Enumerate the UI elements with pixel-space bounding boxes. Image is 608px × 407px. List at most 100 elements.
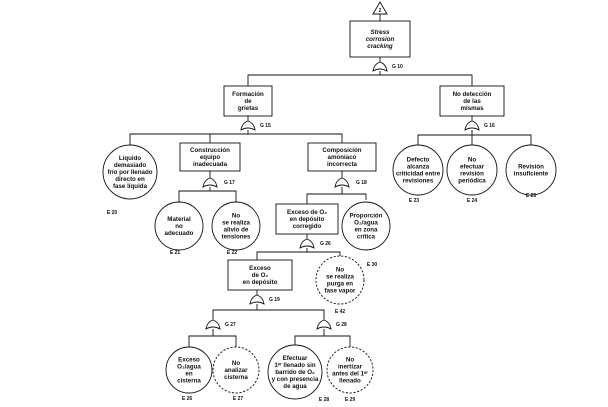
- label-line: equipo: [200, 154, 220, 161]
- connector-line: [129, 133, 343, 146]
- label-line: en: [185, 371, 192, 378]
- event-id-tag: E 28: [319, 397, 330, 403]
- defecto-basic-event: [392, 144, 444, 196]
- event-id-tag: E 29: [345, 397, 356, 403]
- event-id-tag: E 27: [233, 396, 244, 402]
- label-line: de: [244, 98, 252, 105]
- or-gate-icon: [464, 120, 480, 131]
- label-line: fase vapor: [325, 288, 357, 295]
- label-line: criticidad entre: [396, 171, 441, 178]
- gate-id-label: G 26: [320, 241, 331, 247]
- label-line: No: [336, 267, 344, 274]
- event-id-tag: E 24: [467, 198, 478, 204]
- label-line: insuficiente: [514, 171, 549, 178]
- label-line: No: [232, 213, 240, 220]
- gate-id-label: G 15: [260, 123, 271, 129]
- label-line: No: [468, 157, 476, 164]
- label-line: inadecuada: [193, 161, 228, 168]
- top-event-box: [349, 20, 411, 58]
- barrido-basic-event: [267, 344, 323, 400]
- label-line: Construcción: [190, 147, 230, 154]
- event-id-tag: E 30: [367, 262, 378, 268]
- grietas-event-box: [223, 85, 273, 117]
- or-gate-icon: [249, 294, 265, 305]
- exceso-dep-event-box: [227, 259, 293, 291]
- event-id-tag: E 23: [409, 198, 420, 204]
- or-gate-icon: [334, 177, 350, 188]
- label-line: No: [232, 360, 240, 367]
- label-line: antes del 1ᵉʳ: [332, 371, 368, 378]
- connector-line: [178, 190, 237, 202]
- connector-line: [256, 251, 341, 260]
- label-line: No detección: [453, 91, 492, 98]
- alivio-basic-event: [211, 201, 261, 251]
- label-line: Stress: [371, 29, 390, 36]
- label-line: revisiones: [403, 178, 434, 185]
- gate-id-label: G 16: [484, 123, 495, 129]
- label-line: purga en: [327, 281, 353, 288]
- label-line: Defecto: [407, 157, 430, 164]
- gate-id-label: G 28: [336, 322, 347, 328]
- label-line: en depósito: [290, 216, 325, 223]
- label-line: alcanza: [407, 164, 430, 171]
- gate-id-label: G 17: [224, 180, 235, 186]
- label-line: llenado: [339, 378, 361, 385]
- or-gate-icon: [299, 238, 315, 249]
- label-line: O₂/agua: [354, 220, 378, 227]
- label-line: corrosion: [366, 36, 395, 43]
- connector-line: [306, 193, 367, 204]
- label-line: demasiado: [114, 162, 147, 169]
- event-id-tag: E 26: [182, 396, 193, 402]
- label-line: Exceso de O₂: [287, 209, 327, 216]
- event-id-tag: E 42: [335, 309, 346, 315]
- label-line: de agua: [283, 383, 307, 390]
- cisterna-ex-basic-event: [165, 346, 213, 394]
- composicion-event-box: [307, 142, 377, 172]
- liquido-basic-event: [102, 144, 158, 200]
- label-line: frío por llenado: [107, 169, 152, 176]
- material-basic-event: [154, 201, 204, 251]
- label-line: Exceso: [178, 357, 200, 364]
- event-id-tag: E 22: [227, 250, 238, 256]
- proporcion-basic-event: [341, 201, 391, 251]
- analizar-undeveloped-event: [212, 346, 260, 394]
- label-line: Composición: [322, 147, 361, 154]
- label-line: se realiza: [222, 220, 250, 227]
- label-line: incorrecta: [327, 161, 357, 168]
- label-line: mismas: [460, 105, 484, 112]
- label-line: cisterna: [177, 378, 201, 385]
- label-line: y con presencia: [272, 376, 319, 383]
- label-line: efectuar: [460, 164, 485, 171]
- label-line: cracking: [367, 43, 393, 50]
- connector-line: [188, 335, 237, 347]
- label-line: O₂/agua: [177, 364, 201, 371]
- gate-id-label: G 27: [225, 322, 236, 328]
- or-gate-icon: [240, 120, 256, 131]
- label-line: No: [346, 357, 354, 364]
- connector-line: [417, 134, 532, 146]
- purga-undeveloped-event: [315, 255, 365, 305]
- gate-id-label: G 10: [392, 64, 403, 70]
- label-line: cisterna: [224, 374, 248, 381]
- label-line: adecuado: [165, 230, 194, 237]
- label-line: se realiza: [326, 274, 354, 281]
- label-line: de las: [463, 98, 481, 105]
- event-id-tag: E 21: [170, 250, 181, 256]
- connector-line: [247, 74, 473, 86]
- label-line: corregido: [293, 223, 322, 230]
- label-line: Exceso: [249, 265, 271, 272]
- connector-line: [294, 335, 351, 347]
